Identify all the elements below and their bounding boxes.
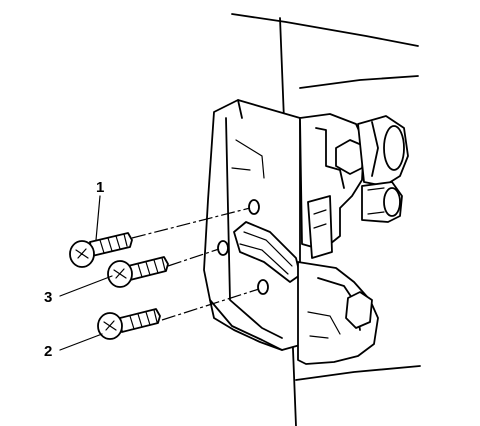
screw-hole-1 bbox=[248, 199, 260, 215]
alignment-lines bbox=[131, 207, 260, 321]
door-panel bbox=[231, 13, 421, 426]
callout-1: 1 bbox=[96, 179, 104, 196]
screw-hole-3 bbox=[217, 240, 229, 256]
phillips-head-icon bbox=[103, 320, 117, 331]
latch-plate bbox=[203, 99, 301, 351]
screw-1 bbox=[69, 232, 133, 268]
screw-3 bbox=[107, 256, 169, 288]
screw-hole-2 bbox=[257, 279, 269, 295]
callout-3: 3 bbox=[44, 289, 52, 306]
phillips-head-icon bbox=[113, 268, 127, 279]
screw-2 bbox=[97, 308, 161, 340]
phillips-head-icon bbox=[75, 248, 89, 259]
latch-mechanism bbox=[209, 113, 409, 365]
callout-2: 2 bbox=[44, 343, 52, 360]
leader-lines bbox=[59, 195, 113, 351]
